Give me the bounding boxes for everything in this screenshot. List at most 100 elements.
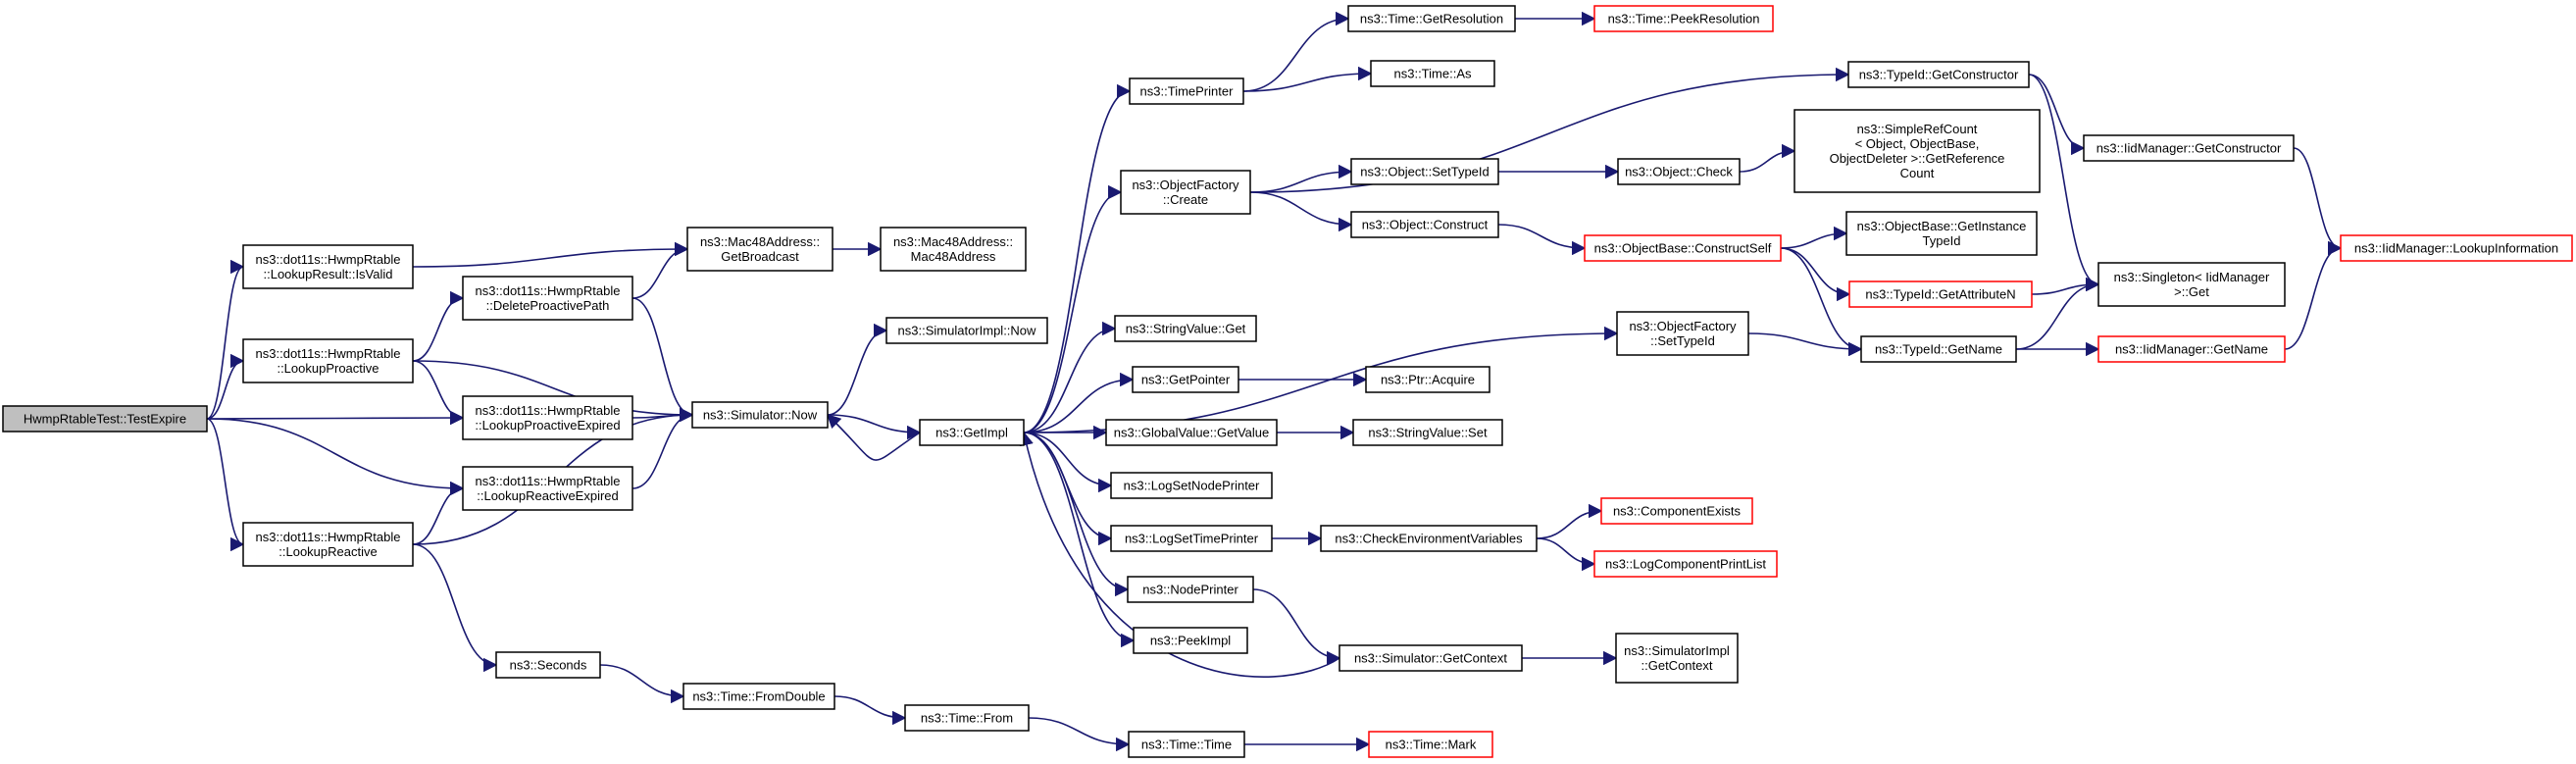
node-label: ns3::dot11s::HwmpRtable	[256, 346, 401, 361]
edge-timeprinter-to-getres	[1242, 11, 1350, 92]
node-box	[1114, 315, 1257, 342]
node-timeas[interactable]: ns3::Time::As	[1370, 60, 1495, 87]
node-box	[880, 227, 1027, 272]
node-constructself[interactable]: ns3::ObjectBase::ConstructSelf	[1584, 234, 1782, 262]
node-peekres[interactable]: ns3::Time::PeekResolution	[1593, 5, 1774, 32]
node-timeprinter[interactable]: ns3::TimePrinter	[1129, 77, 1244, 105]
edge-lproactive-to-lproexp	[412, 360, 465, 426]
node-box	[462, 276, 633, 321]
node-isvalid[interactable]: ns3::dot11s::HwmpRtable::LookupResult::I…	[242, 244, 414, 289]
node-singleton[interactable]: ns3::Singleton< IidManager>::Get	[2097, 262, 2286, 307]
node-simnow[interactable]: ns3::Simulator::Now	[691, 401, 829, 429]
node-label: ns3::TypeId::GetName	[1875, 342, 2002, 357]
edge-timeprinter-to-timeas	[1242, 66, 1373, 92]
node-box	[1350, 211, 1499, 238]
node-simimplnow[interactable]: ns3::SimulatorImpl::Now	[885, 317, 1048, 344]
node-compexists[interactable]: ns3::ComponentExists	[1600, 497, 1753, 525]
node-simpleref[interactable]: ns3::SimpleRefCount< Object, ObjectBase,…	[1793, 109, 2041, 193]
node-box	[686, 227, 833, 272]
node-label: ns3::dot11s::HwmpRtable	[256, 252, 401, 267]
edge-timefrom-to-timetime	[1028, 717, 1131, 752]
node-box	[1110, 472, 1273, 499]
edge-root-to-lproactive	[206, 353, 245, 420]
node-iidgetname[interactable]: ns3::IidManager::GetName	[2097, 335, 2286, 363]
node-peekimpl[interactable]: ns3::PeekImpl	[1133, 627, 1248, 654]
node-label: ns3::dot11s::HwmpRtable	[256, 530, 401, 544]
edge-objfcreate-to-tidgetctor	[1249, 67, 1850, 193]
node-label: ns3::ObjectFactory	[1629, 319, 1737, 333]
node-label: ns3::SimulatorImpl	[1624, 643, 1730, 658]
node-objcheck[interactable]: ns3::Object::Check	[1617, 158, 1741, 185]
node-label: ns3::SimulatorImpl::Now	[898, 324, 1036, 338]
node-nodeprinter[interactable]: ns3::NodePrinter	[1127, 576, 1254, 603]
node-timefrom[interactable]: ns3::Time::From	[904, 704, 1030, 732]
edge-lreaexp-to-simnow	[631, 407, 694, 489]
edge-root-to-isvalid	[206, 259, 245, 420]
node-tidgetctor[interactable]: ns3::TypeId::GetConstructor	[1847, 61, 2030, 88]
edge-root-to-lreaexp	[206, 418, 465, 496]
node-seconds[interactable]: ns3::Seconds	[495, 651, 601, 679]
node-lreactive[interactable]: ns3::dot11s::HwmpRtable::LookupReactive	[242, 522, 414, 567]
node-simgetctx[interactable]: ns3::Simulator::GetContext	[1339, 644, 1523, 672]
node-logsetnode[interactable]: ns3::LogSetNodePrinter	[1110, 472, 1273, 499]
edge-getimpl-to-simnow	[826, 413, 921, 461]
node-box	[2340, 234, 2573, 262]
node-timemark[interactable]: ns3::Time::Mark	[1368, 731, 1493, 758]
node-box	[1127, 576, 1254, 603]
node-lreaexp[interactable]: ns3::dot11s::HwmpRtable::LookupReactiveE…	[462, 466, 633, 511]
node-ptracquire[interactable]: ns3::Ptr::Acquire	[1365, 366, 1490, 393]
node-tidgetname[interactable]: ns3::TypeId::GetName	[1860, 335, 2017, 363]
node-getpointer[interactable]: ns3::GetPointer	[1132, 366, 1239, 393]
node-fromdouble[interactable]: ns3::Time::FromDouble	[682, 683, 835, 710]
node-label: ns3::Seconds	[510, 658, 587, 673]
node-label: ns3::dot11s::HwmpRtable	[476, 403, 621, 418]
node-box	[2097, 262, 2286, 307]
edge-getimpl-to-timeprinter	[1023, 83, 1132, 433]
node-label: HwmpRtableTest::TestExpire	[24, 412, 186, 427]
node-gvgetvalue[interactable]: ns3::GlobalValue::GetValue	[1105, 419, 1278, 446]
node-box	[1320, 525, 1538, 552]
node-getres[interactable]: ns3::Time::GetResolution	[1347, 5, 1516, 32]
node-timetime[interactable]: ns3::Time::Time	[1128, 731, 1245, 758]
node-label: ns3::dot11s::HwmpRtable	[476, 283, 621, 298]
node-ofsettypeid[interactable]: ns3::ObjectFactory::SetTypeId	[1616, 311, 1749, 356]
edge-constructself-to-getattrn	[1780, 247, 1851, 302]
node-label: ::Create	[1163, 192, 1208, 207]
node-setTypeId[interactable]: ns3::Object::SetTypeId	[1350, 158, 1499, 185]
node-box	[1860, 335, 2017, 363]
node-lproexp[interactable]: ns3::dot11s::HwmpRtable::LookupProactive…	[462, 395, 633, 440]
node-objconstruct[interactable]: ns3::Object::Construct	[1350, 211, 1499, 238]
node-label: ns3::LogSetNodePrinter	[1124, 479, 1260, 493]
node-root[interactable]: HwmpRtableTest::TestExpire	[2, 405, 208, 433]
edge-objcheck-to-simpleref	[1739, 143, 1796, 173]
node-box	[904, 704, 1030, 732]
edge-getimpl-to-getpointer	[1023, 372, 1135, 433]
node-getbcast[interactable]: ns3::Mac48Address::GetBroadcast	[686, 227, 833, 272]
node-box	[1616, 311, 1749, 356]
node-box	[1584, 234, 1782, 262]
node-getimpl[interactable]: ns3::GetImpl	[919, 419, 1025, 446]
node-strvalget[interactable]: ns3::StringValue::Get	[1114, 315, 1257, 342]
node-label: ns3::ObjectBase::ConstructSelf	[1594, 241, 1772, 256]
node-getattrn[interactable]: ns3::TypeId::GetAttributeN	[1848, 280, 2033, 308]
node-objfcreate[interactable]: ns3::ObjectFactory::Create	[1120, 170, 1251, 215]
node-box	[1110, 525, 1273, 552]
node-lookupinfo[interactable]: ns3::IidManager::LookupInformation	[2340, 234, 2573, 262]
node-lproactive[interactable]: ns3::dot11s::HwmpRtable::LookupProactive	[242, 338, 414, 383]
node-iidgetctor[interactable]: ns3::IidManager::GetConstructor	[2083, 134, 2295, 162]
node-checkenv[interactable]: ns3::CheckEnvironmentVariables	[1320, 525, 1538, 552]
node-label: ns3::ComponentExists	[1613, 504, 1742, 519]
node-label: ::LookupProactive	[277, 361, 379, 376]
node-strvalset[interactable]: ns3::StringValue::Set	[1352, 419, 1503, 446]
node-label: ns3::Time::GetResolution	[1360, 12, 1503, 26]
node-logsettime[interactable]: ns3::LogSetTimePrinter	[1110, 525, 1273, 552]
node-label: ::DeleteProactivePath	[486, 298, 610, 313]
node-logcompprint[interactable]: ns3::LogComponentPrintList	[1593, 550, 1778, 578]
node-mac48ctor[interactable]: ns3::Mac48Address::Mac48Address	[880, 227, 1027, 272]
node-delproactive[interactable]: ns3::dot11s::HwmpRtable::DeleteProactive…	[462, 276, 633, 321]
node-box	[1848, 280, 2033, 308]
node-box	[1368, 731, 1493, 758]
node-simimplgetctx[interactable]: ns3::SimulatorImpl::GetContext	[1615, 633, 1739, 684]
node-box	[1793, 109, 2041, 193]
